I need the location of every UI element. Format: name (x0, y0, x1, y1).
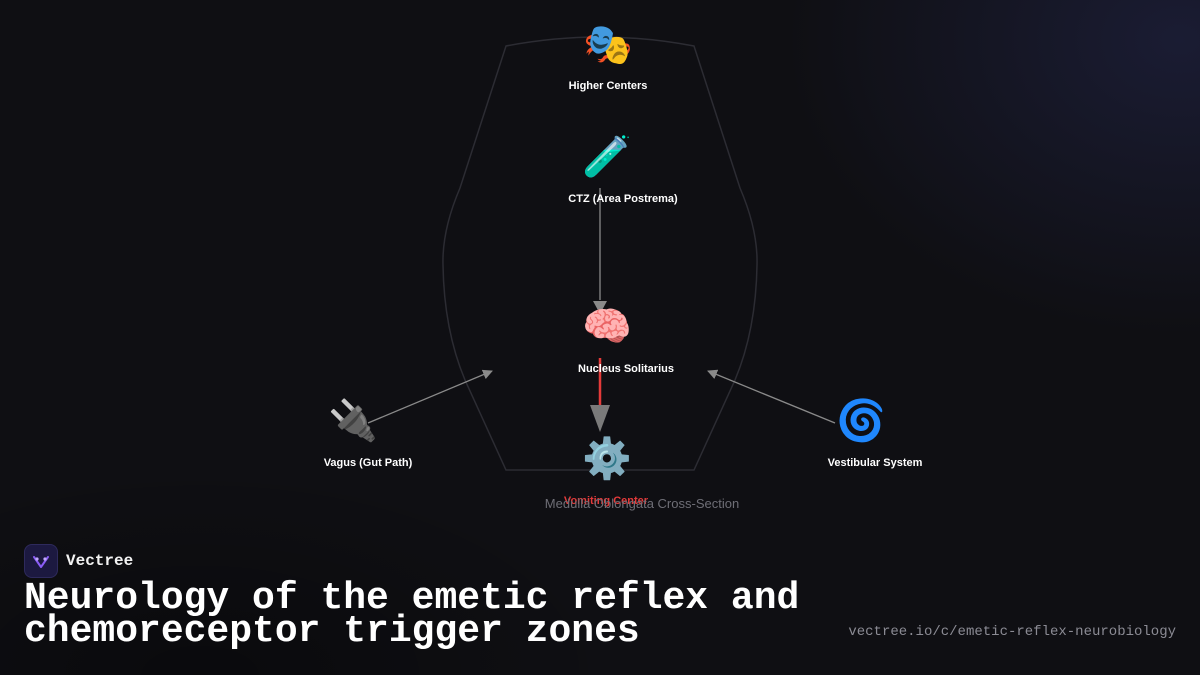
edge-vestibular-to-nucleus (707, 369, 836, 424)
node-label: Higher Centers (569, 80, 648, 92)
edge-nucleus-arrowhead (590, 405, 610, 432)
vectree-logo-icon (24, 544, 58, 578)
node-label: CTZ (Area Postrema) (568, 193, 678, 205)
node-ctz: 🧪 CTZ (Area Postrema) (568, 134, 678, 205)
test-tube-icon: 🧪 (582, 134, 632, 180)
page-url[interactable]: vectree.io/c/emetic-reflex-neurobiology (848, 624, 1176, 640)
page-title: Neurology of the emetic reflex and chemo… (24, 577, 800, 653)
node-vomiting-center: ⚙️ Vomiting Center (564, 435, 649, 507)
node-label: Vomiting Center (564, 495, 649, 507)
node-vagus: 🔌 Vagus (Gut Path) (324, 397, 413, 469)
node-label: Vagus (Gut Path) (324, 457, 413, 469)
electric-plug-icon: 🔌 (328, 397, 378, 444)
theater-masks-icon: 🎭 (583, 22, 633, 68)
brain-icon: 🧠 (582, 304, 632, 350)
node-label: Nucleus Solitarius (578, 363, 674, 375)
cyclone-icon: 🌀 (836, 396, 886, 444)
node-nucleus-solitarius: 🧠 Nucleus Solitarius (578, 304, 674, 375)
edge-ctz-arrowhead (593, 301, 607, 314)
brand-name: Vectree (66, 552, 134, 570)
diagram-caption: Medulla Oblongata Cross-Section (545, 496, 739, 511)
node-label: Vestibular System (828, 457, 923, 469)
gear-icon: ⚙️ (582, 435, 632, 482)
node-higher-centers: 🎭 Higher Centers (569, 22, 648, 92)
medulla-outline (442, 36, 758, 471)
edge-vagus-to-nucleus (367, 369, 493, 424)
node-vestibular: 🌀 Vestibular System (828, 396, 923, 469)
brand: Vectree (24, 544, 133, 578)
